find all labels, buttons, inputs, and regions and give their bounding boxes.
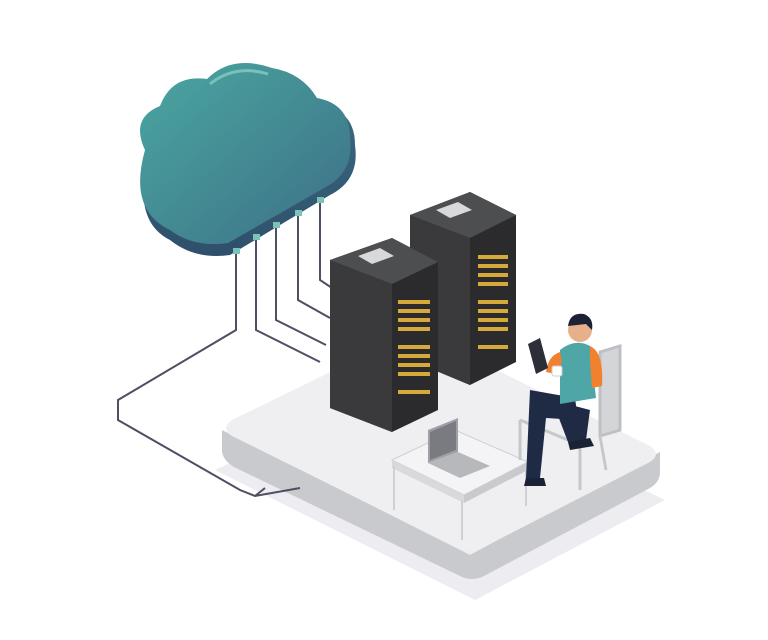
server-rack-icon xyxy=(330,238,438,432)
server-rack-icon xyxy=(410,192,516,385)
chair xyxy=(518,343,622,490)
ground-cable xyxy=(254,487,266,497)
cloud-icon xyxy=(140,62,356,256)
cloud-connectors xyxy=(233,197,324,254)
person-icon xyxy=(524,313,603,486)
laptop-icon xyxy=(428,418,490,478)
